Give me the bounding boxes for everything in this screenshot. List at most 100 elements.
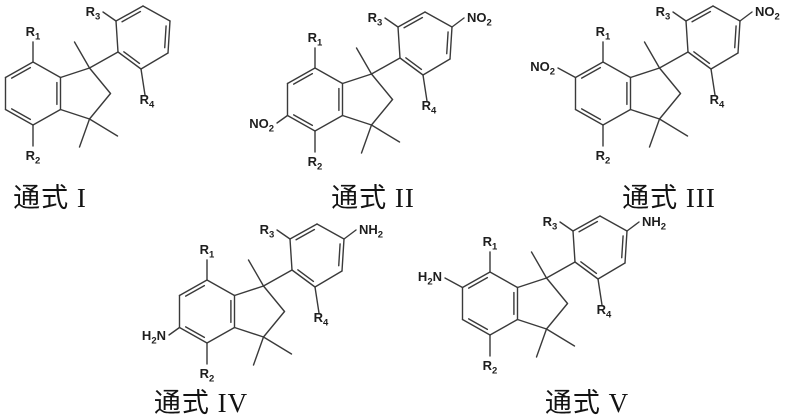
bond-line: [580, 66, 602, 79]
bond-line: [467, 276, 489, 289]
bond-line: [449, 26, 453, 60]
bond-line: [557, 67, 577, 79]
bond-line: [291, 269, 316, 288]
structure-caption: 通式 II: [331, 183, 415, 213]
bond-line: [399, 57, 424, 76]
atom-label: R1: [308, 30, 323, 49]
bond-line: [164, 25, 167, 49]
bond-line: [658, 51, 689, 69]
bond-line: [314, 67, 344, 85]
bond-line: [384, 17, 399, 28]
atom-label: R1: [26, 24, 41, 43]
bond-line: [578, 220, 599, 233]
bond-line: [624, 230, 628, 264]
bond-line: [599, 215, 628, 232]
bond-line: [178, 279, 208, 297]
bond-line: [314, 114, 344, 132]
atom-label: R4: [710, 92, 725, 111]
bond-line: [461, 271, 491, 289]
bond-line: [262, 336, 293, 355]
atom-label: R3: [260, 222, 275, 241]
bond-line: [403, 16, 424, 29]
structure-caption: 通式 IV: [153, 388, 249, 418]
bond-line: [397, 11, 426, 28]
bond-line: [262, 310, 286, 338]
bond-line: [121, 10, 142, 23]
bond-line: [4, 61, 34, 79]
atom-label: R4: [314, 310, 329, 329]
atom-label: R3: [543, 214, 558, 233]
atom-label: R4: [140, 92, 155, 111]
bond-line: [602, 108, 632, 126]
atom-label: R2: [308, 154, 323, 173]
atom-label: H2N: [418, 269, 442, 288]
bond-line: [574, 108, 604, 126]
bond-line: [252, 336, 265, 366]
bond-line: [489, 318, 519, 336]
bond-line: [691, 10, 712, 23]
bond-line: [629, 108, 661, 120]
bond-line: [32, 108, 62, 126]
bond-line: [314, 270, 343, 288]
bond-line: [295, 228, 316, 241]
atom-label: R1: [200, 242, 215, 261]
bond-line: [572, 230, 576, 263]
bond-line: [341, 238, 345, 272]
bond-line: [710, 68, 716, 96]
bond-line: [233, 285, 265, 297]
bond-line: [658, 118, 689, 137]
bond-line: [10, 66, 32, 79]
bond-line: [184, 326, 206, 339]
bond-line: [88, 92, 112, 120]
bond-line: [276, 229, 291, 240]
structure-caption: 通式 V: [544, 388, 630, 418]
atom-label: R1: [596, 24, 611, 43]
structure-caption: 通式 I: [13, 183, 87, 213]
bond-line: [405, 57, 423, 71]
bond-line: [424, 11, 453, 28]
bond-line: [292, 114, 314, 127]
bond-line: [167, 20, 171, 54]
bond-line: [467, 318, 489, 331]
bond-line: [88, 51, 119, 69]
bond-line: [289, 238, 293, 271]
atom-label: R2: [596, 148, 611, 167]
bond-line: [115, 20, 119, 53]
atom-label: NO2: [755, 4, 780, 23]
bond-line: [4, 108, 34, 126]
bond-line: [422, 58, 451, 76]
bond-line: [289, 223, 318, 240]
bond-line: [370, 124, 401, 143]
atom-label: H2N: [142, 328, 166, 347]
bond-line: [597, 262, 626, 280]
bond-line: [316, 223, 345, 240]
bond-line: [286, 114, 316, 132]
bond-line: [370, 98, 394, 126]
bond-line: [685, 20, 689, 53]
bond-line: [658, 92, 682, 120]
bond-line: [535, 328, 548, 358]
bond-line: [343, 229, 357, 240]
bond-line: [341, 114, 373, 126]
bond-line: [687, 51, 712, 70]
bond-line: [262, 285, 286, 313]
bond-line: [629, 67, 661, 79]
bond-line: [140, 68, 146, 96]
bond-line: [461, 318, 491, 336]
bond-line: [672, 11, 687, 22]
bond-line: [626, 221, 640, 232]
bond-line: [444, 277, 464, 289]
bond-line: [648, 118, 661, 148]
atom-label: R2: [483, 358, 498, 377]
bond-line: [59, 67, 91, 79]
bond-line: [297, 269, 315, 283]
bond-line: [78, 118, 91, 148]
bond-line: [262, 269, 293, 287]
atom-label: R3: [86, 4, 101, 23]
bond-line: [574, 61, 604, 79]
atom-label: NO2: [530, 59, 555, 78]
bond-line: [233, 326, 265, 338]
bond-line: [545, 261, 576, 279]
atom-label: R2: [200, 366, 215, 385]
